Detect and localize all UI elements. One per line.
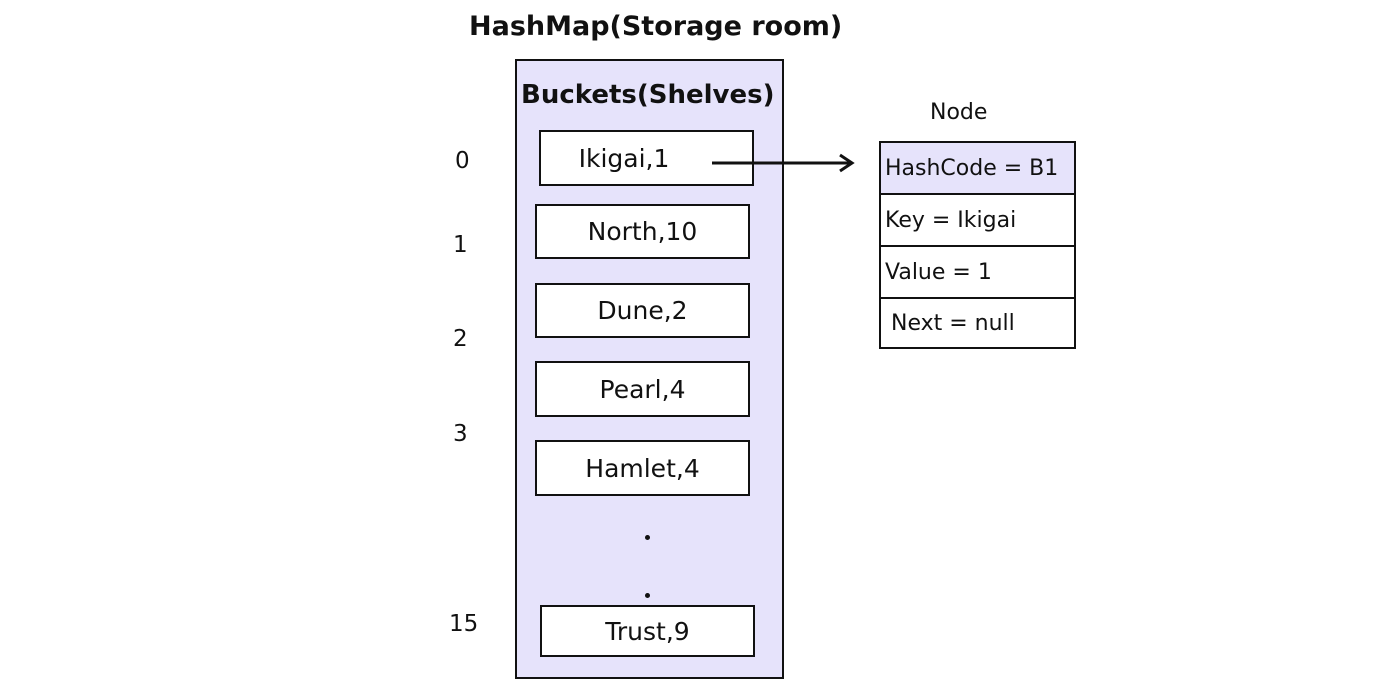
ellipsis-dot <box>645 535 650 540</box>
bucket-pearl: Pearl,4 <box>535 361 750 417</box>
bucket-label: Pearl,4 <box>599 374 686 404</box>
arrow-head <box>839 153 855 173</box>
bucket-label: North,10 <box>587 217 698 246</box>
node-hashcode-row: HashCode = B1 <box>881 143 1074 195</box>
diagram-title: HashMap(Storage room) <box>469 11 843 42</box>
node-key: Key = Ikigai <box>885 207 1017 233</box>
node-next-row: Next = null <box>881 299 1074 347</box>
node-key-row: Key = Ikigai <box>881 195 1074 247</box>
node-box: HashCode = B1 Key = Ikigai Value = 1 Nex… <box>879 141 1076 349</box>
bucket-label: Hamlet,4 <box>585 453 700 483</box>
bucket-index-15: 15 <box>449 611 479 637</box>
bucket-label: Ikigai,1 <box>578 143 670 173</box>
buckets-title: Buckets(Shelves) <box>521 80 775 110</box>
bucket-label: Trust,9 <box>605 616 690 646</box>
bucket-index-3: 3 <box>453 421 468 447</box>
bucket-index-1: 1 <box>453 232 468 258</box>
bucket-hamlet: Hamlet,4 <box>535 440 750 496</box>
ellipsis-dot <box>645 593 650 598</box>
bucket-index-2: 2 <box>453 326 468 352</box>
node-value-row: Value = 1 <box>881 247 1074 299</box>
bucket-ikigai: Ikigai,1 <box>539 130 754 186</box>
node-value: Value = 1 <box>885 259 992 285</box>
node-label: Node <box>930 100 988 125</box>
bucket-label: Dune,2 <box>597 296 688 325</box>
bucket-index-0: 0 <box>455 148 470 174</box>
bucket-north: North,10 <box>535 204 750 259</box>
node-next: Next = null <box>891 310 1015 336</box>
node-hashcode: HashCode = B1 <box>885 155 1059 181</box>
bucket-trust: Trust,9 <box>540 605 755 657</box>
bucket-dune: Dune,2 <box>535 283 750 338</box>
